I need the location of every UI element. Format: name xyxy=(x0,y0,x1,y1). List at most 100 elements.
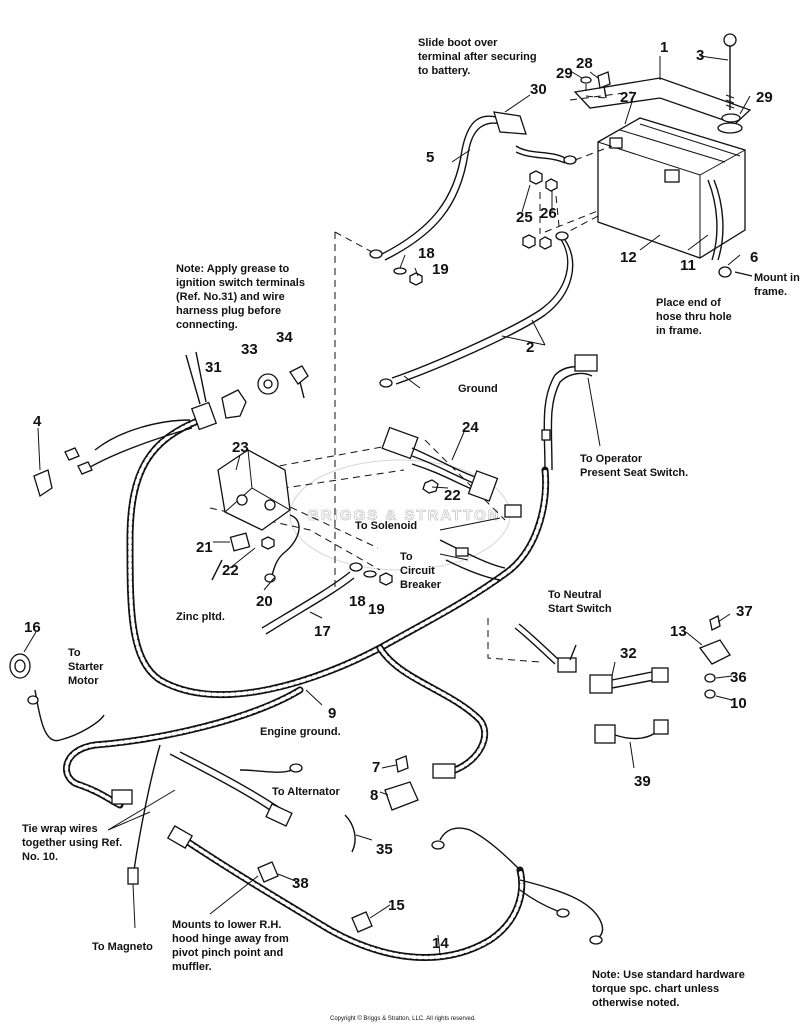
spade-terminals xyxy=(64,447,93,475)
leaders-tie-wrap xyxy=(107,789,176,831)
harness-24-plug-left xyxy=(381,426,419,460)
callout-11: 11 xyxy=(680,257,696,274)
callout-14: 14 xyxy=(432,935,449,952)
engine-ground-ring xyxy=(289,763,303,773)
switch-13 xyxy=(698,639,731,665)
note-slide-boot-2: terminal after securing xyxy=(418,51,537,63)
callout-31: 31 xyxy=(205,359,222,376)
ground-cable-ring-top xyxy=(555,231,569,241)
ignition-leads xyxy=(84,419,193,471)
battery-cables xyxy=(369,111,613,388)
callout-15: 15 xyxy=(388,897,405,914)
washer-29-right xyxy=(721,113,741,123)
note-starter-3: Motor xyxy=(68,675,99,687)
callout-29-right: 29 xyxy=(756,89,773,106)
nut-25-top xyxy=(529,170,543,185)
ground-cable-b xyxy=(395,239,574,385)
harness-14-wrap xyxy=(183,838,524,960)
callout-9: 9 xyxy=(328,705,336,722)
magneto-lead xyxy=(133,744,161,871)
ground-cable-a xyxy=(391,237,569,379)
solenoid-body xyxy=(217,449,291,531)
battery-terminal-post xyxy=(609,137,623,149)
callout-21: 21 xyxy=(196,539,213,556)
cable-5-ring xyxy=(369,249,383,259)
note-hose-1: Place end of xyxy=(656,297,721,309)
screw-guide xyxy=(585,84,607,99)
zinc-arrow xyxy=(211,559,223,581)
clip-4 xyxy=(33,469,53,498)
leaders-bottom xyxy=(277,873,441,956)
neutral-leads xyxy=(514,623,560,665)
harness-39-plug-right xyxy=(653,719,669,735)
copyright-text: Copyright © Briggs & Stratton, LLC. All … xyxy=(330,1015,476,1022)
lower-center-parts xyxy=(344,755,419,853)
callout-27: 27 xyxy=(620,89,637,106)
left-parts xyxy=(9,469,105,742)
nut-right xyxy=(717,122,743,134)
callout-26: 26 xyxy=(540,205,557,222)
washer-29-left xyxy=(580,76,592,84)
dash-battery xyxy=(544,209,601,233)
callout-7: 7 xyxy=(372,759,380,776)
vent-hose xyxy=(707,179,718,261)
callout-1: 1 xyxy=(660,39,668,56)
neutral-plug xyxy=(557,657,577,673)
nut-26-top xyxy=(545,178,558,192)
dash-solenoid xyxy=(209,439,421,571)
solenoid-lead-20 xyxy=(271,514,300,576)
callout-18-top: 18 xyxy=(418,245,435,262)
mount-arrow xyxy=(734,271,753,277)
callout-33: 33 xyxy=(241,341,258,358)
note-hood-1: Mounts to lower R.H. xyxy=(172,919,281,931)
watermark-text: BRIGGS & STRATTON xyxy=(308,507,501,524)
nut-25-bottom xyxy=(522,234,536,249)
callout-13: 13 xyxy=(670,623,687,640)
callout-30: 30 xyxy=(530,81,547,98)
note-zinc: Zinc pltd. xyxy=(176,611,225,623)
battery-terminal-block xyxy=(664,169,680,183)
alternator-plug xyxy=(265,803,293,827)
callout-2: 2 xyxy=(526,339,534,356)
eye-bolt-thread xyxy=(725,94,735,109)
harness-39-plug-left xyxy=(594,724,616,744)
harness-39-wires xyxy=(614,732,656,740)
nut-22-lower xyxy=(261,536,275,550)
note-breaker-1: To xyxy=(400,551,413,563)
starter-cable xyxy=(34,689,105,742)
clip-15 xyxy=(351,911,373,933)
note-neutral-2: Start Switch xyxy=(548,603,612,615)
leaders-top xyxy=(504,55,751,125)
cable-17 xyxy=(261,562,393,635)
callout-20: 20 xyxy=(256,593,273,610)
clip-38 xyxy=(257,861,279,883)
nut-22-upper xyxy=(422,479,439,494)
nut-26-bottom xyxy=(539,236,552,250)
note-hardware-2: torque spc. chart unless xyxy=(592,983,719,995)
note-grease-5: connecting. xyxy=(176,319,238,331)
callout-19-bottom: 19 xyxy=(368,601,385,618)
callout-5: 5 xyxy=(426,149,434,166)
harness-14-lead-top xyxy=(439,827,521,871)
leaders-solenoid xyxy=(213,541,323,619)
seat-switch-plug xyxy=(574,354,598,372)
seat-switch-lead-b xyxy=(550,372,593,471)
washer-18-top xyxy=(393,267,407,275)
callout-29-left: 29 xyxy=(556,65,573,82)
harness-32-wires xyxy=(611,671,655,689)
terminal-boot-30 xyxy=(493,111,527,135)
ignition-switch-31 xyxy=(221,389,247,419)
washer-36 xyxy=(704,673,716,683)
callout-22-lower: 22 xyxy=(222,562,239,579)
lower-harness xyxy=(166,825,604,961)
note-alternator: To Alternator xyxy=(272,786,341,798)
positive-cable-a xyxy=(379,115,501,256)
harness-branch-right-wrap xyxy=(378,646,487,772)
washer-10 xyxy=(704,689,716,699)
cable-17-a xyxy=(261,571,351,629)
battery-body xyxy=(597,117,746,259)
positive-guide xyxy=(574,145,613,161)
leaders-cables xyxy=(399,149,553,277)
harness-trunk-wrap xyxy=(128,418,548,697)
